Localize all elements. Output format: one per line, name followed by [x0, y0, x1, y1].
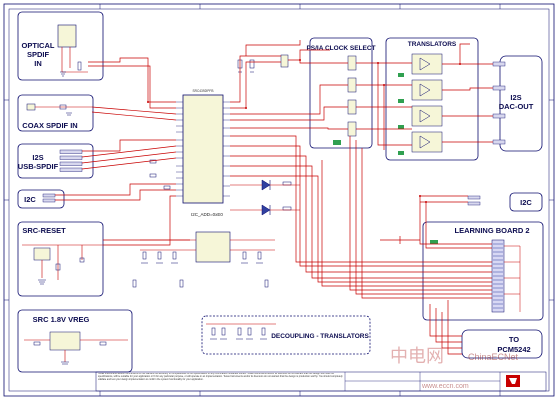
reset-supervisor-part	[33, 247, 51, 261]
coax-spdif-block: COAX SPDIF IN	[17, 94, 94, 132]
translators-block: TRANSLATORS	[385, 37, 479, 161]
status-led-cluster	[230, 179, 300, 216]
vreg-label: SRC 1.8V VREG	[33, 315, 90, 324]
clock-select-label: PS/IA CLOCK SELECT	[306, 45, 375, 52]
coax-jack-part	[26, 103, 36, 111]
to-pcm-label-1: TO	[509, 335, 519, 344]
optical-label-3: IN	[34, 59, 42, 68]
i2c-left-block: I2C	[17, 189, 65, 209]
src-reset-label: SRC-RESET	[22, 226, 66, 235]
dac-out-label-1: I2S	[510, 93, 521, 102]
optical-spdif-block: OPTICAL SPDIF IN	[17, 11, 104, 81]
learning-board-label: LEARNING BOARD 2	[454, 226, 529, 235]
to-pcm-block: TO PCM5242	[461, 329, 543, 359]
watermark-url: www.eccn.com	[421, 383, 469, 390]
i2s-dac-out-block: I2S DAC-OUT	[492, 55, 543, 152]
decoupling-label: DECOUPLING - TRANSLATORS	[271, 333, 369, 340]
i2s-usb-label-1: I2S	[32, 153, 43, 162]
main-ic-part: SRC4392IPFB	[193, 89, 214, 93]
i2s-usb-label-2: USB-SPDIF	[18, 162, 59, 171]
coax-label: COAX SPDIF IN	[22, 121, 77, 130]
watermark-en: ChinaECNet	[468, 352, 519, 362]
disclaimer-text: Texas Instruments and/or its licensors d…	[98, 373, 343, 381]
optical-receiver-part	[57, 24, 77, 48]
vreg-ic-part	[49, 331, 81, 351]
translators-label: TRANSLATORS	[408, 41, 457, 48]
optical-label-1: OPTICAL	[22, 41, 55, 50]
to-pcm-label-2: PCM5242	[497, 345, 530, 354]
decoupling-block: DECOUPLING - TRANSLATORS	[201, 315, 371, 355]
src4392-ic: SRC4392IPFB I2C_ADD=0xE0	[176, 89, 230, 217]
learning-board-block: LEARNING BOARD 2	[422, 221, 544, 321]
watermark: 中电网 ChinaECNet www.eccn.com	[390, 346, 519, 390]
ti-logo-mark	[509, 378, 517, 384]
src-reset-block: SRC-RESET	[17, 221, 104, 297]
junction-dots	[147, 59, 461, 203]
i2s-usb-block: I2S USB-SPDIF	[17, 143, 94, 179]
dac-out-label-2: DAC-OUT	[499, 102, 534, 111]
i2c-right-label: I2C	[520, 198, 532, 207]
optical-label-2: SPDIF	[27, 50, 50, 59]
clock-select-block: PS/IA CLOCK SELECT	[280, 37, 376, 149]
i2c-left-label: I2C	[24, 195, 36, 204]
signal-wires	[55, 40, 493, 355]
main-ic-address: I2C_ADD=0xE0	[191, 212, 223, 217]
watermark-cn: 中电网	[390, 346, 444, 366]
src-vreg-block: SRC 1.8V VREG	[17, 309, 133, 373]
i2c-right-block: I2C	[467, 192, 543, 212]
title-block: Texas Instruments and/or its licensors d…	[95, 371, 547, 392]
